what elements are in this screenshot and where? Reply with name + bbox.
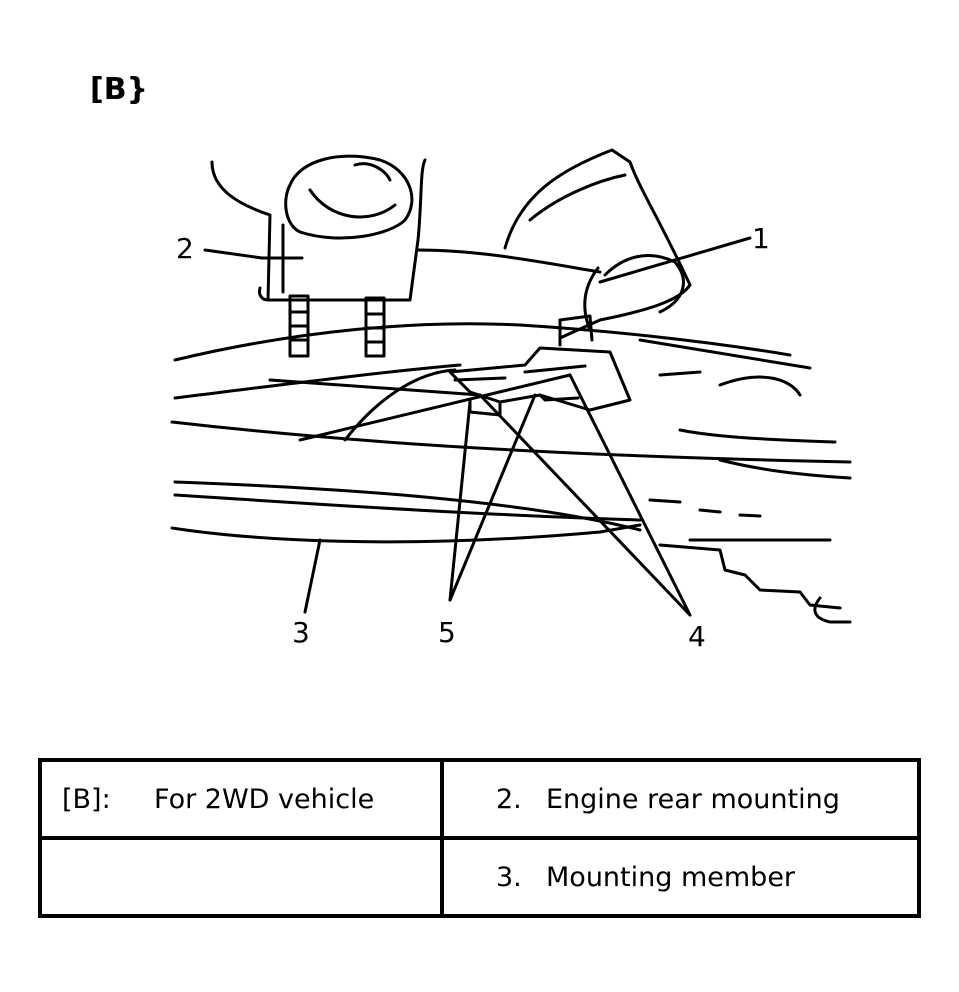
engine-mount-outline <box>210 158 427 302</box>
legend-cell-left: [B]: For 2WD vehicle <box>38 758 444 840</box>
leader-4b <box>568 373 692 617</box>
transmission-housing <box>503 148 692 340</box>
callout-1: 1 <box>752 222 770 255</box>
legend-cell-right: 2. Engine rear mounting <box>440 758 921 840</box>
legend-row: [B]: For 2WD vehicle 2. Engine rear mounti… <box>38 758 921 840</box>
leader-4a <box>478 393 692 617</box>
legend-row: 3. Mounting member <box>38 836 921 918</box>
legend-table: [B]: For 2WD vehicle 2. Engine rear mounti… <box>38 758 921 918</box>
callout-5: 5 <box>438 616 456 649</box>
callout-3: 3 <box>292 616 310 649</box>
frame-rail-upper <box>170 420 852 464</box>
leader-5a <box>448 400 472 602</box>
legend-text: For 2WD vehicle <box>154 783 375 815</box>
legend-key: 2. <box>496 783 522 815</box>
leader-3 <box>303 538 322 614</box>
legend-cell-right: 3. Mounting member <box>440 836 921 918</box>
figure-label: [B} <box>90 72 148 107</box>
legend-text: Engine rear mounting <box>546 783 840 815</box>
engine-mounting-diagram: 1 2 3 4 5 <box>170 148 852 653</box>
callout-4: 4 <box>688 620 706 653</box>
leader-5b <box>448 393 537 602</box>
legend-key: 3. <box>496 861 522 893</box>
mounting-member <box>170 493 642 544</box>
leader-2 <box>203 248 264 260</box>
legend-key: [B]: <box>62 783 111 815</box>
legend-cell-left <box>38 836 444 918</box>
callout-2: 2 <box>176 232 194 265</box>
engine-housing-curve <box>284 154 414 240</box>
legend-text: Mounting member <box>546 861 796 893</box>
leader-1 <box>598 236 752 284</box>
